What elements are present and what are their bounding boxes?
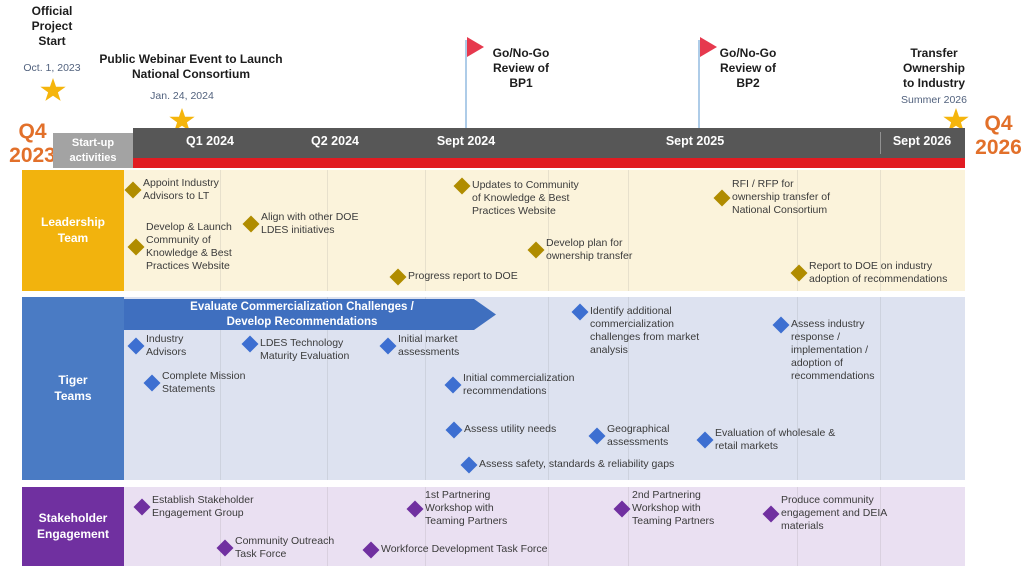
milestone-official-start-date: Oct. 1, 2023 <box>23 62 81 74</box>
diamond-icon <box>588 427 606 445</box>
diamond-icon <box>613 500 631 518</box>
milestone-transfer-label: Transfer Ownership to Industry <box>902 46 965 90</box>
item-align-with-doe-ldes: Align with other DOE LDES initiatives <box>242 211 358 237</box>
diamond-icon <box>127 238 145 256</box>
item-report-doe-industry-adoption: Report to DOE on industry adoption of re… <box>790 260 947 286</box>
startup-activities-header: Start-up activities <box>53 133 133 168</box>
milestone-webinar-label: Public Webinar Event to Launch National … <box>99 52 283 81</box>
diamond-icon <box>571 303 589 321</box>
period-end-marker: Q4 2026 <box>975 112 1022 160</box>
diamond-icon <box>713 189 731 207</box>
item-second-partnering-workshop: 2nd Partnering Workshop with Teaming Par… <box>613 489 714 528</box>
header-col-sept-2025: Sept 2025 <box>665 134 725 148</box>
item-initial-market-assessments: Initial market assessments <box>379 333 459 359</box>
timeline-header-bar: Q1 2024 Q2 2024 Sept 2024 Sept 2025 Sept… <box>133 128 965 158</box>
diamond-icon <box>772 316 790 334</box>
diamond-icon <box>362 541 380 558</box>
stakeholder-row-background <box>124 487 965 566</box>
diamond-icon <box>124 181 142 199</box>
diamond-icon <box>762 505 780 523</box>
milestone-webinar-date: Jan. 24, 2024 <box>150 90 214 102</box>
item-develop-launch-community: Develop & Launch Community of Knowledge … <box>127 221 232 273</box>
item-assess-safety-standards: Assess safety, standards & reliability g… <box>460 456 674 473</box>
item-geographical-assessments: Geographical assessments <box>588 423 669 449</box>
item-progress-report-doe: Progress report to DOE <box>389 268 518 285</box>
item-produce-community-deia-materials: Produce community engagement and DEIA ma… <box>762 494 887 533</box>
item-ldes-maturity-evaluation: LDES Technology Maturity Evaluation <box>241 335 349 363</box>
item-assess-industry-response: Assess industry response / implementatio… <box>772 316 874 383</box>
diamond-icon <box>453 177 471 195</box>
diamond-icon <box>216 539 234 557</box>
item-updates-to-community: Updates to Community of Knowledge & Best… <box>453 177 579 218</box>
item-appoint-industry-advisors: Appoint Industry Advisors to LT <box>124 177 219 203</box>
diamond-icon <box>527 241 545 259</box>
diamond-icon <box>143 374 161 392</box>
evaluate-commercialization-banner: Evaluate Commercialization Challenges / … <box>124 299 496 330</box>
item-complete-mission-statements: Complete Mission Statements <box>143 370 245 396</box>
item-workforce-development-task-force: Workforce Development Task Force <box>362 541 548 558</box>
diamond-icon <box>242 215 260 233</box>
header-col-q2-2024: Q2 2024 <box>311 134 359 148</box>
item-develop-ownership-plan: Develop plan for ownership transfer <box>527 237 632 263</box>
item-identify-additional-challenges: Identify additional commercialization ch… <box>571 303 699 357</box>
item-rfi-rfp-ownership-transfer: RFI / RFP for ownership transfer of Nati… <box>713 178 830 217</box>
item-industry-advisors: Industry Advisors <box>127 333 186 359</box>
star-icon <box>40 78 66 101</box>
diamond-icon <box>133 498 151 516</box>
milestone-gonogo-bp1-label: Go/No-Go Review of BP1 <box>492 46 550 90</box>
diamond-icon <box>406 500 424 518</box>
leadership-row-label: Leadership Team <box>22 170 124 291</box>
diamond-icon <box>445 421 463 438</box>
flag-pole <box>698 40 700 128</box>
diamond-icon <box>790 264 808 282</box>
item-assess-utility-needs: Assess utility needs <box>445 421 556 438</box>
header-col-q1-2024: Q1 2024 <box>186 134 234 148</box>
tiger-row-label: Tiger Teams <box>22 297 124 480</box>
diamond-icon <box>389 268 407 285</box>
flag-pole <box>465 40 467 128</box>
diamond-icon <box>241 335 259 353</box>
item-initial-commercialization-recs: Initial commercialization recommendation… <box>444 372 574 398</box>
milestone-transfer-date: Summer 2026 <box>901 94 967 106</box>
diamond-icon <box>444 376 462 394</box>
item-first-partnering-workshop: 1st Partnering Workshop with Teaming Par… <box>406 489 507 528</box>
timeline-red-stripe <box>133 158 965 168</box>
diamond-icon <box>460 456 478 473</box>
flag-icon <box>467 37 484 57</box>
item-establish-stakeholder-group: Establish Stakeholder Engagement Group <box>133 494 254 520</box>
leadership-row-background <box>124 170 965 291</box>
header-separator <box>880 132 881 154</box>
diamond-icon <box>696 431 714 449</box>
item-evaluation-wholesale-retail: Evaluation of wholesale & retail markets <box>696 427 835 453</box>
header-col-sept-2026: Sept 2026 <box>892 134 952 148</box>
milestone-gonogo-bp2-label: Go/No-Go Review of BP2 <box>719 46 777 90</box>
header-col-sept-2024: Sept 2024 <box>436 134 496 148</box>
period-start-marker: Q4 2023 <box>9 120 56 168</box>
milestone-official-start-label: Official Project Start <box>31 4 73 48</box>
stakeholder-row-label: Stakeholder Engagement <box>22 487 124 566</box>
diamond-icon <box>127 337 145 355</box>
diamond-icon <box>379 337 397 355</box>
item-community-outreach-task-force: Community Outreach Task Force <box>216 535 334 561</box>
